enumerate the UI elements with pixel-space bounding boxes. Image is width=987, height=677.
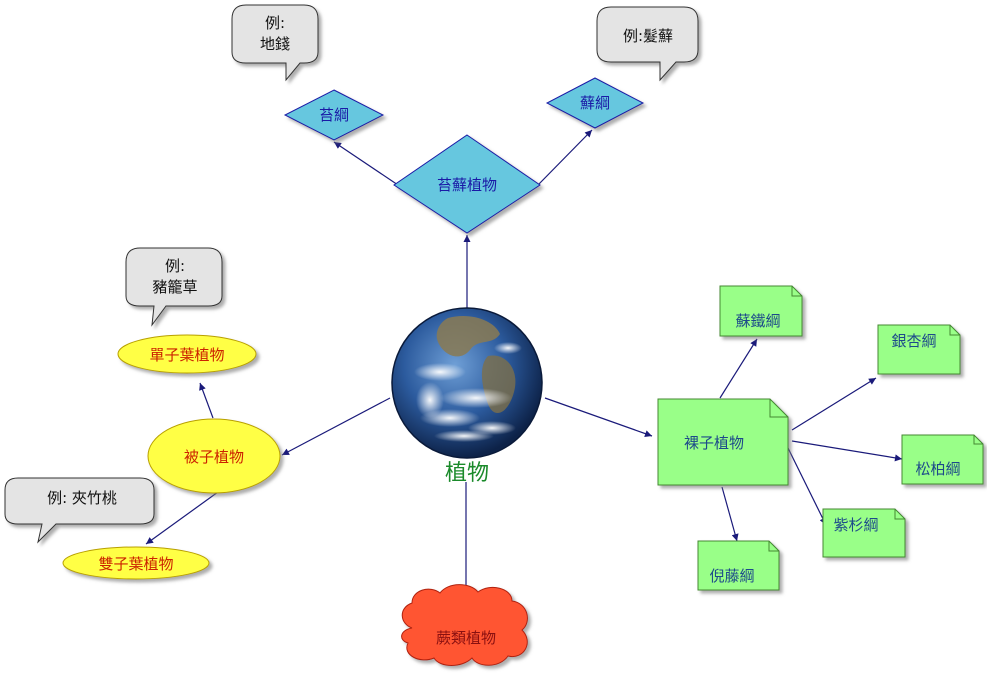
node-taxopsida-label: 紫杉綱 [833, 516, 878, 534]
node-angiosperm-label: 被子植物 [184, 448, 244, 466]
node-taxopsida[interactable] [822, 508, 906, 558]
callout-liverwort-line1: 例: [265, 14, 285, 32]
node-liverwort[interactable]: 苔綱 [283, 89, 385, 141]
node-bryopsida[interactable]: 蘚綱 [545, 77, 645, 129]
callout-monocot-line1: 例: [165, 257, 185, 275]
node-pinopsida-label: 松柏綱 [915, 460, 960, 478]
node-gnetopsida[interactable] [697, 540, 780, 591]
edge-gymno-ginkgo [791, 377, 877, 431]
edge-angiosperm-dicot [145, 491, 219, 545]
callout-dicot-line1: 例: 夾竹桃 [47, 489, 117, 507]
callout-monocot-line2: 豬籠草 [152, 278, 197, 296]
node-liverwort-label: 苔綱 [319, 106, 349, 124]
edge-moss-liverwort [333, 141, 399, 186]
node-dicot-label: 雙子葉植物 [98, 555, 173, 573]
node-gymnosperm[interactable] [657, 398, 789, 486]
node-ginkgo-label: 銀杏綱 [891, 332, 936, 350]
node-monocot-label: 單子葉植物 [149, 346, 224, 364]
node-bryopsida-label: 蘚綱 [580, 94, 610, 112]
edge-plant-angiosperm [281, 397, 391, 456]
edge-gymno-pinopsida [791, 440, 903, 462]
edge-moss-bryopsida [537, 129, 593, 186]
edge-gymno-cycad [719, 338, 758, 399]
node-monocot[interactable]: 單子葉植物 [117, 334, 257, 374]
node-pinopsida[interactable] [901, 434, 984, 485]
node-moss[interactable]: 苔蘚植物 [393, 134, 541, 234]
earth-globe-icon[interactable] [391, 307, 543, 459]
callout-bryopsida-line1: 例:髮蘚 [623, 27, 673, 45]
node-angiosperm[interactable]: 被子植物 [147, 418, 281, 494]
node-cycad[interactable] [719, 285, 803, 337]
node-cycad-label: 蘇鐵綱 [735, 312, 780, 330]
callout-monocot-example: 例: 豬籠草 [125, 247, 223, 327]
node-fern[interactable]: 蕨類植物 [401, 584, 528, 666]
callout-liverwort-example: 例: 地錢 [231, 4, 319, 82]
connectors [145, 129, 903, 607]
edge-angiosperm-monocot [199, 382, 214, 419]
node-ginkgo[interactable] [877, 324, 961, 375]
edge-plant-gymnosperm [544, 397, 653, 437]
callout-bryopsida-example: 例:髮蘚 [596, 6, 699, 82]
callout-dicot-example: 例: 夾竹桃 [4, 477, 155, 544]
center-label: 植物 [445, 461, 489, 486]
node-moss-label: 苔蘚植物 [437, 176, 497, 194]
node-gymnosperm-label: 裸子植物 [684, 434, 744, 452]
edge-gymno-taxopsida [787, 447, 827, 526]
callout-liverwort-line2: 地錢 [260, 35, 290, 53]
edge-gymno-gnetopsida [721, 486, 739, 542]
node-dicot[interactable]: 雙子葉植物 [62, 546, 210, 580]
node-gnetopsida-label: 倪藤綱 [709, 567, 754, 585]
node-fern-label: 蕨類植物 [436, 629, 496, 647]
